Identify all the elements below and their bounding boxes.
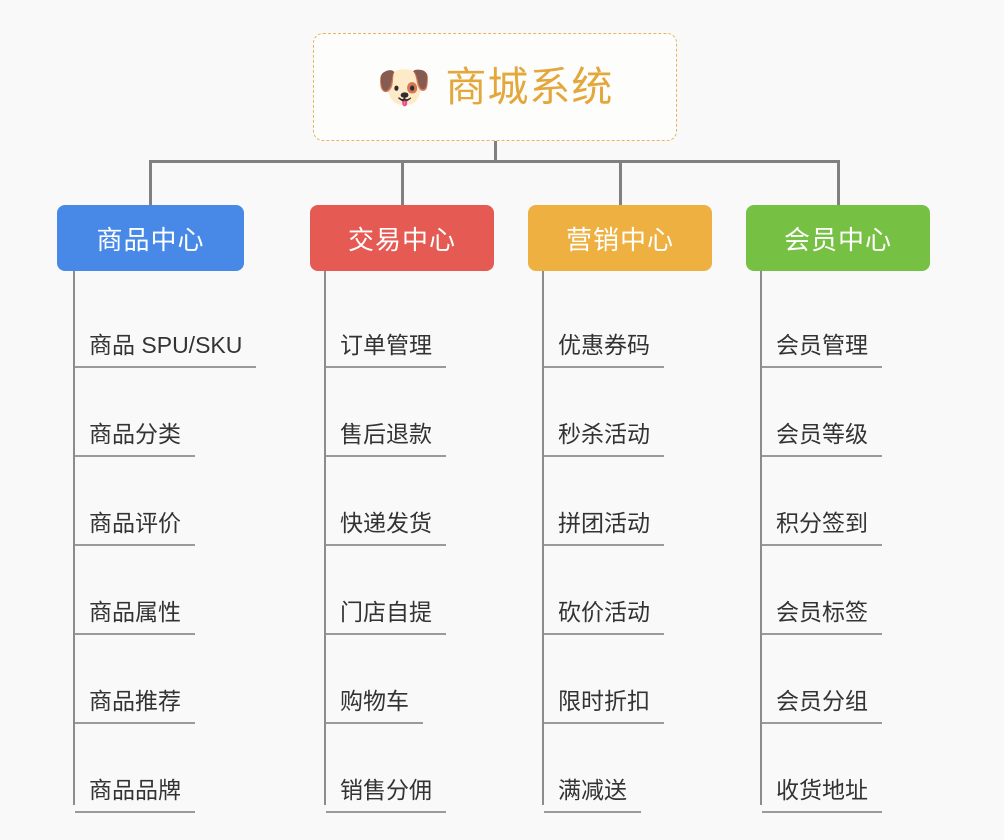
list-item[interactable]: 砍价活动 xyxy=(528,546,712,635)
leaf-label: 优惠券码 xyxy=(544,332,664,368)
root-node-shop-system[interactable]: 🐶 商城系统 xyxy=(313,33,677,141)
branch-header-label: 营销中心 xyxy=(565,224,674,255)
list-item[interactable]: 订单管理 xyxy=(310,279,494,368)
list-item[interactable]: 商品推荐 xyxy=(57,635,257,724)
spine-member-center xyxy=(760,271,762,805)
root-node-title: 商城系统 xyxy=(445,63,614,110)
list-item[interactable]: 会员分组 xyxy=(746,635,930,724)
leaf-label: 门店自提 xyxy=(326,599,446,635)
list-item[interactable]: 门店自提 xyxy=(310,546,494,635)
branch-header-trade-center[interactable]: 交易中心 xyxy=(310,205,494,271)
connector-drop-marketing-center xyxy=(619,160,622,206)
list-item[interactable]: 会员管理 xyxy=(746,279,930,368)
leaf-label: 商品推荐 xyxy=(75,688,195,724)
list-item[interactable]: 快递发货 xyxy=(310,457,494,546)
list-item[interactable]: 会员等级 xyxy=(746,368,930,457)
branch-header-label: 会员中心 xyxy=(783,224,892,255)
list-item[interactable]: 积分签到 xyxy=(746,457,930,546)
leaf-label: 秒杀活动 xyxy=(544,421,664,457)
list-item[interactable]: 拼团活动 xyxy=(528,457,712,546)
list-item[interactable]: 购物车 xyxy=(310,635,494,724)
list-item[interactable]: 满减送 xyxy=(528,724,712,813)
spine-trade-center xyxy=(324,271,326,805)
leaf-label: 满减送 xyxy=(544,777,641,813)
branch-member-center: 会员中心 会员管理 会员等级 积分签到 会员标签 会员分组 收货地址 xyxy=(746,205,930,813)
leaf-label: 订单管理 xyxy=(326,332,446,368)
shiba-dog-face-icon: 🐶 xyxy=(376,63,432,112)
list-item[interactable]: 秒杀活动 xyxy=(528,368,712,457)
leaf-label: 会员分组 xyxy=(762,688,882,724)
leaf-list-trade-center: 订单管理 售后退款 快递发货 门店自提 购物车 销售分佣 xyxy=(310,271,494,813)
leaf-label: 收货地址 xyxy=(762,777,882,813)
leaf-label: 限时折扣 xyxy=(544,688,664,724)
branch-header-label: 商品中心 xyxy=(96,224,205,255)
list-item[interactable]: 商品评价 xyxy=(57,457,257,546)
leaf-label: 售后退款 xyxy=(326,421,446,457)
leaf-label: 积分签到 xyxy=(762,510,882,546)
leaf-list-member-center: 会员管理 会员等级 积分签到 会员标签 会员分组 收货地址 xyxy=(746,271,930,813)
leaf-label: 商品品牌 xyxy=(75,777,195,813)
leaf-label: 商品评价 xyxy=(75,510,195,546)
connector-drop-product-center xyxy=(149,160,152,206)
list-item[interactable]: 销售分佣 xyxy=(310,724,494,813)
list-item[interactable]: 商品属性 xyxy=(57,546,257,635)
branch-header-label: 交易中心 xyxy=(347,224,456,255)
list-item[interactable]: 售后退款 xyxy=(310,368,494,457)
branch-header-member-center[interactable]: 会员中心 xyxy=(746,205,930,271)
leaf-list-marketing-center: 优惠券码 秒杀活动 拼团活动 砍价活动 限时折扣 满减送 xyxy=(528,271,712,813)
list-item[interactable]: 收货地址 xyxy=(746,724,930,813)
leaf-label: 会员标签 xyxy=(762,599,882,635)
connector-drop-member-center xyxy=(837,160,840,206)
spine-product-center xyxy=(73,271,75,805)
leaf-list-product-center: 商品 SPU/SKU 商品分类 商品评价 商品属性 商品推荐 商品品牌 xyxy=(57,271,257,813)
branch-marketing-center: 营销中心 优惠券码 秒杀活动 拼团活动 砍价活动 限时折扣 满减送 xyxy=(528,205,712,813)
spine-marketing-center xyxy=(542,271,544,805)
branch-trade-center: 交易中心 订单管理 售后退款 快递发货 门店自提 购物车 销售分佣 xyxy=(310,205,494,813)
list-item[interactable]: 商品分类 xyxy=(57,368,257,457)
list-item[interactable]: 商品品牌 xyxy=(57,724,257,813)
list-item[interactable]: 会员标签 xyxy=(746,546,930,635)
leaf-label: 拼团活动 xyxy=(544,510,664,546)
branch-header-marketing-center[interactable]: 营销中心 xyxy=(528,205,712,271)
leaf-label: 快递发货 xyxy=(326,510,446,546)
leaf-label: 砍价活动 xyxy=(544,599,664,635)
branch-header-product-center[interactable]: 商品中心 xyxy=(57,205,244,271)
connector-horizontal-bus xyxy=(149,160,839,163)
list-item[interactable]: 商品 SPU/SKU xyxy=(57,279,257,368)
leaf-label: 商品属性 xyxy=(75,599,195,635)
leaf-label: 会员管理 xyxy=(762,332,882,368)
leaf-label: 会员等级 xyxy=(762,421,882,457)
connector-drop-trade-center xyxy=(401,160,404,206)
leaf-label: 销售分佣 xyxy=(326,777,446,813)
branch-product-center: 商品中心 商品 SPU/SKU 商品分类 商品评价 商品属性 商品推荐 商品品牌 xyxy=(57,205,257,813)
leaf-label: 购物车 xyxy=(326,688,423,724)
leaf-label: 商品分类 xyxy=(75,421,195,457)
list-item[interactable]: 限时折扣 xyxy=(528,635,712,724)
leaf-label: 商品 SPU/SKU xyxy=(75,332,257,368)
list-item[interactable]: 优惠券码 xyxy=(528,279,712,368)
connector-root-stem xyxy=(494,141,497,163)
